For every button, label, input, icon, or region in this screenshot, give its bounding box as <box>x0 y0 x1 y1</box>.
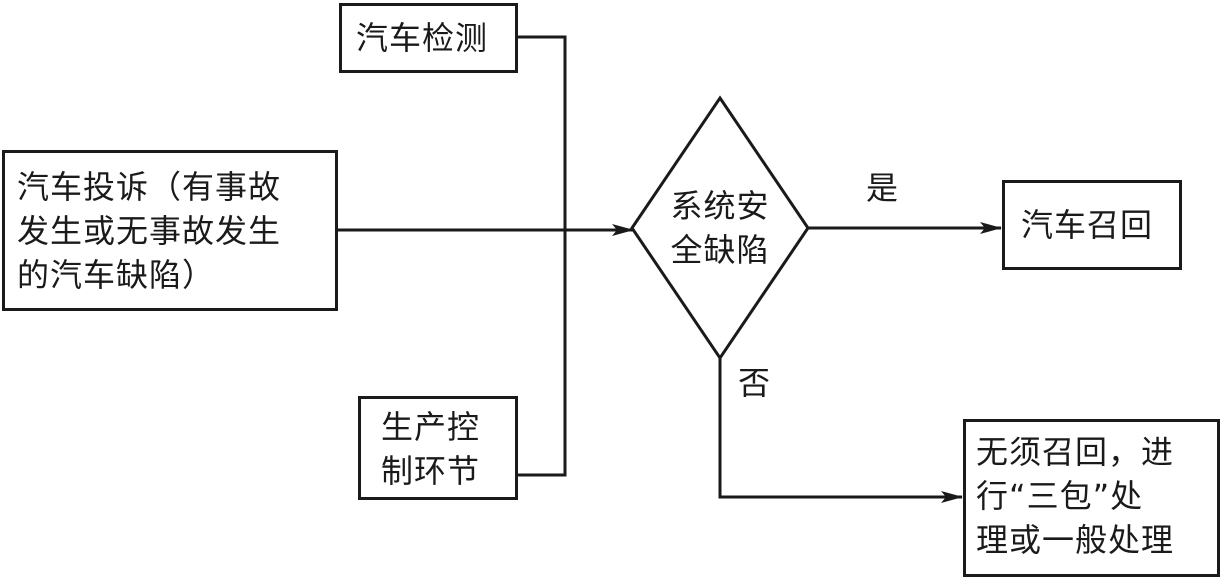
edge-label-yes: 是 <box>866 169 899 207</box>
node-production-label: 生产控 制环节 <box>381 408 481 490</box>
node-inspection: 汽车检测 <box>339 3 518 73</box>
node-no-recall-label: 无须召回，进 行“三包”处 理或一般处理 <box>976 433 1175 559</box>
connector-inspection <box>518 35 567 230</box>
node-complaint: 汽车投诉（有事故 发生或无事故发生 的汽车缺陷） <box>2 150 338 311</box>
node-recall: 汽车召回 <box>1002 180 1182 270</box>
node-production: 生产控 制环节 <box>358 396 518 500</box>
node-inspection-label: 汽车检测 <box>356 19 489 57</box>
node-complaint-label: 汽车投诉（有事故 发生或无事故发生 的汽车缺陷） <box>17 168 282 294</box>
node-no-recall: 无须召回，进 行“三包”处 理或一般处理 <box>963 419 1220 577</box>
node-recall-label: 汽车召回 <box>1021 206 1154 244</box>
edge-label-no: 否 <box>738 364 771 402</box>
connector-production <box>517 230 567 477</box>
arrow-no-to-no-recall <box>718 358 963 503</box>
node-decision-label: 系统安 全缺陷 <box>670 187 770 269</box>
